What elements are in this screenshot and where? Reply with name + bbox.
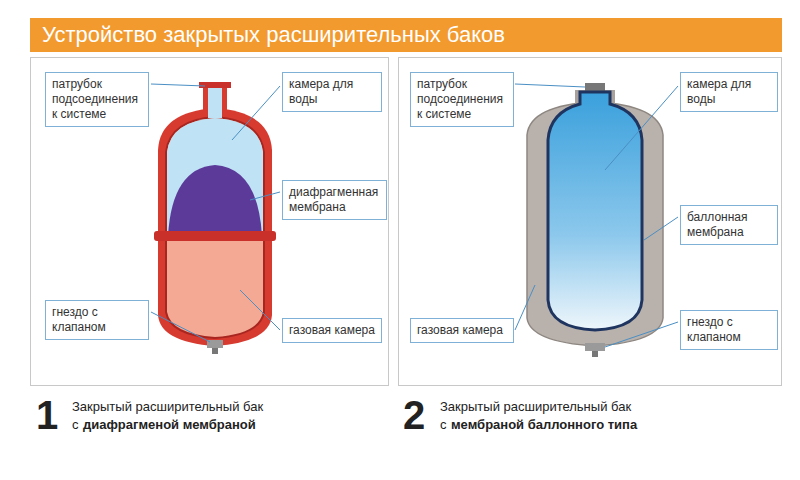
diaphragm-tank — [154, 82, 276, 354]
callout-number: 2 — [403, 393, 425, 437]
balloon-tank — [527, 83, 663, 357]
tank-body — [158, 108, 272, 346]
callout-box: газовая камера — [410, 318, 514, 343]
leader-line — [515, 84, 585, 87]
callout-text: гнездо с клапаном — [52, 305, 142, 335]
caption-text: диафрагменой мембраной — [83, 417, 256, 433]
panel-frame — [31, 58, 389, 386]
panel-frame — [399, 58, 782, 386]
callout-text: газовая камера — [417, 323, 507, 338]
callout-text: камера для воды — [289, 77, 375, 107]
callout-box: баллонная мембрана — [680, 205, 778, 245]
callout-text: баллонная мембрана — [687, 210, 771, 240]
title-bar — [30, 18, 782, 52]
callout-number: 1 — [36, 393, 58, 437]
callout-text: газовая камера — [289, 323, 375, 338]
callout-text: патрубок подсоединения к системе — [52, 77, 142, 122]
caption-text: с — [440, 417, 447, 433]
callout-box: патрубок подсоединения к системе — [410, 72, 514, 127]
callout-box: камера для воды — [282, 72, 382, 112]
callout-box: гнездо с клапаном — [680, 310, 778, 350]
leader-line — [240, 290, 280, 330]
callout-box: патрубок подсоединения к системе — [45, 72, 149, 127]
callout-text: камера для воды — [687, 77, 771, 107]
leader-line — [151, 84, 205, 86]
pipe-bore — [208, 86, 222, 118]
leader-line — [605, 86, 678, 170]
caption-text: мембраной баллонного типа — [451, 417, 637, 433]
leader-line — [151, 312, 210, 342]
caption-text: Закрытый расширительный бак — [440, 399, 631, 415]
valve — [585, 343, 605, 351]
water-chamber — [167, 118, 263, 236]
caption-text: Закрытый расширительный бак — [72, 399, 263, 415]
callout-text: диафрагменная мембрана — [289, 185, 380, 215]
leader-line — [232, 86, 280, 140]
connection-pipe — [585, 83, 605, 91]
valve-stem — [212, 348, 218, 354]
leader-line — [250, 192, 280, 200]
title-text: Устройство закрытых расширительных баков — [42, 22, 505, 48]
diaphragm-membrane — [168, 165, 262, 236]
callout-text: гнездо с клапаном — [687, 315, 771, 345]
callout-box: газовая камера — [282, 318, 382, 343]
tank-seam — [154, 231, 276, 241]
valve-stem — [592, 351, 598, 357]
gas-chamber — [166, 117, 264, 338]
leader-line — [644, 217, 678, 240]
callout-box: диафрагменная мембрана — [282, 180, 387, 220]
callout-text: патрубок подсоединения к системе — [417, 77, 507, 122]
leader-line — [515, 285, 535, 330]
pipe-rim — [199, 82, 231, 88]
caption-text: с — [72, 417, 79, 433]
callout-box: гнездо с клапаном — [45, 300, 149, 340]
balloon-membrane — [548, 92, 642, 330]
leader-line — [605, 322, 678, 347]
callout-box: камера для воды — [680, 72, 778, 112]
